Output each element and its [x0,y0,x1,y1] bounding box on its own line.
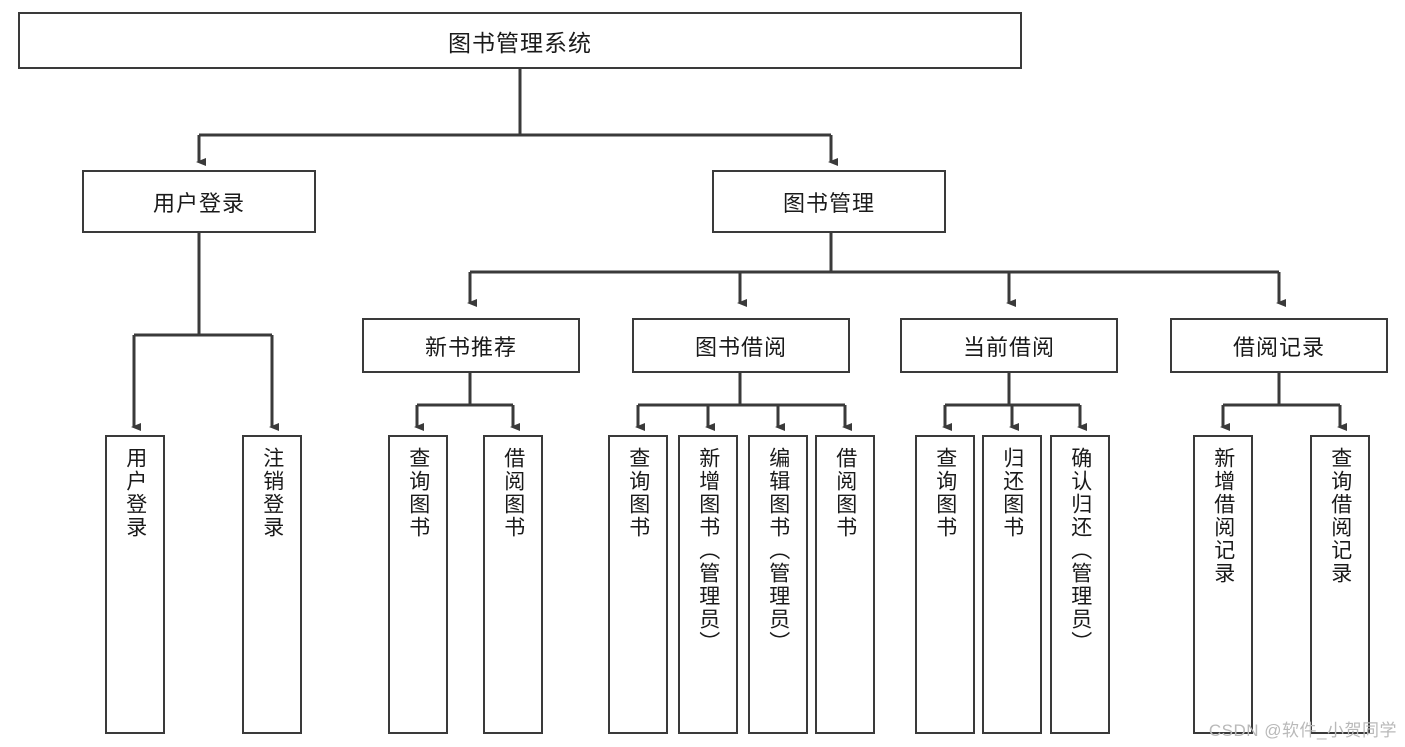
leaf-label: 查询图书 [626,447,650,539]
leaf-current-confirm-return-admin[interactable]: 确认归还（管理员） [1050,435,1110,734]
leaf-label: 查询图书 [933,447,957,539]
leaf-user-login-logout[interactable]: 注销登录 [242,435,302,734]
leaf-label: 查询图书 [406,447,430,539]
leaf-label: 新增借阅记录 [1211,447,1235,585]
node-new-book-recommend[interactable]: 新书推荐 [362,318,580,373]
leaf-label: 确认归还（管理员） [1068,447,1092,654]
leaf-label: 归还图书 [1000,447,1024,539]
node-root-label: 图书管理系统 [448,29,592,56]
watermark-text: CSDN @软件_小贺同学 [1208,721,1397,740]
node-root-system[interactable]: 图书管理系统 [18,12,1022,69]
node-current-borrow-label: 当前借阅 [962,334,1055,360]
leaf-label: 编辑图书（管理员） [766,447,790,654]
node-borrow-record-label: 借阅记录 [1232,334,1325,360]
leaf-borrow-query-book[interactable]: 查询图书 [608,435,668,734]
leaf-label: 用户登录 [123,447,147,539]
node-book-management[interactable]: 图书管理 [712,170,946,233]
leaf-label: 查询借阅记录 [1328,447,1352,585]
leaf-borrow-borrow-book[interactable]: 借阅图书 [815,435,875,734]
node-user-login[interactable]: 用户登录 [82,170,316,233]
leaf-user-login-login[interactable]: 用户登录 [105,435,165,734]
node-current-borrow[interactable]: 当前借阅 [900,318,1118,373]
leaf-label: 新增图书（管理员） [696,447,720,654]
node-new-book-recommend-label: 新书推荐 [424,334,517,360]
leaf-record-add-record[interactable]: 新增借阅记录 [1193,435,1253,734]
node-book-management-label: 图书管理 [782,190,875,216]
leaf-borrow-edit-book-admin[interactable]: 编辑图书（管理员） [748,435,808,734]
node-borrow-record[interactable]: 借阅记录 [1170,318,1388,373]
leaf-label: 借阅图书 [501,447,525,539]
leaf-label: 注销登录 [260,447,284,539]
leaf-new-book-query[interactable]: 查询图书 [388,435,448,734]
leaf-current-query-book[interactable]: 查询图书 [915,435,975,734]
leaf-record-query-record[interactable]: 查询借阅记录 [1310,435,1370,734]
node-book-borrow[interactable]: 图书借阅 [632,318,850,373]
leaf-current-return-book[interactable]: 归还图书 [982,435,1042,734]
leaf-label: 借阅图书 [833,447,857,539]
node-book-borrow-label: 图书借阅 [694,334,787,360]
leaf-borrow-add-book-admin[interactable]: 新增图书（管理员） [678,435,738,734]
leaf-new-book-borrow[interactable]: 借阅图书 [483,435,543,734]
node-user-login-label: 用户登录 [152,190,245,216]
